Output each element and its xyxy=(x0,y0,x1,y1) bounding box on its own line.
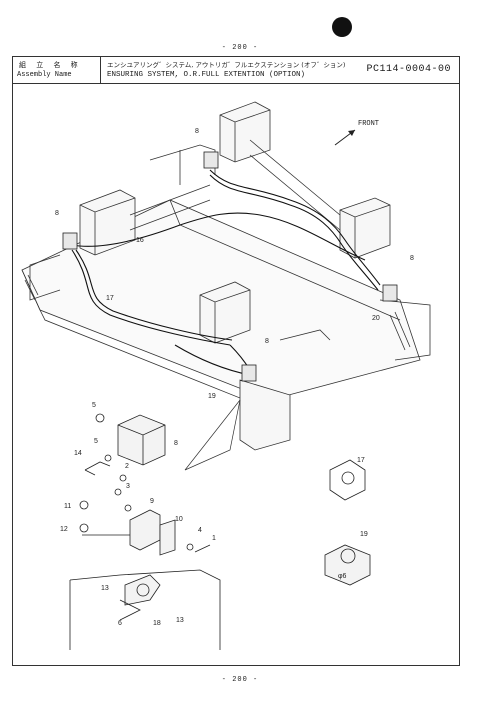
assembly-name-label-jp: 組 立 名 称 xyxy=(19,61,82,69)
callout-17: 17 xyxy=(357,457,365,464)
registration-dot xyxy=(332,17,352,37)
bolt-icon xyxy=(95,413,105,423)
callout-19: 19 xyxy=(208,393,216,400)
drawing-frame: 組 立 名 称 Assembly Name エンシユアリング゛システム, アウト… xyxy=(12,56,460,666)
assembly-title: エンシユアリング゛システム, アウトリガ゛フルエクステンション (オフ゛ション)… xyxy=(107,59,367,79)
page-number-top: - 200 - xyxy=(221,44,259,52)
arrow-icon xyxy=(348,130,355,136)
callout-12: 12 xyxy=(60,526,68,533)
washer-icon xyxy=(186,543,194,551)
bolt-icon xyxy=(79,500,89,510)
callout-13: 13 xyxy=(101,585,109,592)
assembly-name-label-en: Assembly Name xyxy=(17,71,72,79)
callout-6: 6 xyxy=(118,620,122,627)
callout-4: 4 xyxy=(198,527,202,534)
callout-8: 8 xyxy=(195,128,199,135)
callout-19: 19 xyxy=(360,531,368,538)
callout-20: 20 xyxy=(372,315,380,322)
nut-icon xyxy=(124,504,132,512)
callout-2: 2 xyxy=(125,463,129,470)
callout-17: 17 xyxy=(106,295,114,302)
assembly-name-label: 組 立 名 称 Assembly Name xyxy=(13,57,101,83)
front-direction-indicator: FRONT xyxy=(334,120,379,146)
callout-8: 8 xyxy=(55,210,59,217)
callout-18: 18 xyxy=(153,620,161,627)
callout-5: 5 xyxy=(92,402,96,409)
washer-icon xyxy=(79,523,89,533)
assembly-title-jp: エンシユアリング゛システム, アウトリガ゛フルエクステンション (オフ゛ション) xyxy=(107,61,346,69)
callout-8: 8 xyxy=(265,338,269,345)
washer-icon xyxy=(104,454,112,462)
junction-box-icon xyxy=(382,284,398,302)
callout-8: 8 xyxy=(174,440,178,447)
exploded-parts xyxy=(69,413,371,650)
junction-box-icon xyxy=(241,364,257,382)
callout-14: 14 xyxy=(74,450,82,457)
callout-9: 9 xyxy=(150,498,154,505)
page-number-bottom: - 200 - xyxy=(221,676,259,684)
callouts: 8 8 8 8 8 16 17 20 19 5 5 14 2 3 9 11 12… xyxy=(55,128,414,627)
title-block: 組 立 名 称 Assembly Name エンシユアリング゛システム, アウト… xyxy=(13,57,459,84)
callout-1: 1 xyxy=(212,535,216,542)
callout-13: 13 xyxy=(176,617,184,624)
washer-icon xyxy=(114,488,122,496)
part-code: PC114-0004-00 xyxy=(366,64,451,75)
callout-8: 8 xyxy=(410,255,414,262)
assembly-title-en: ENSURING SYSTEM, O.R.FULL EXTENTION (OPT… xyxy=(107,71,306,79)
callout-16: 16 xyxy=(136,237,144,244)
frame-structure xyxy=(21,101,431,451)
front-label: FRONT xyxy=(358,120,379,128)
callout-diameter: φ6 xyxy=(338,573,347,580)
junction-box-icon xyxy=(203,151,219,169)
nut-icon xyxy=(119,474,127,482)
callout-5: 5 xyxy=(94,438,98,445)
detail-leader xyxy=(184,399,241,471)
callout-3: 3 xyxy=(126,483,130,490)
callout-10: 10 xyxy=(175,516,183,523)
junction-boxes xyxy=(62,151,398,382)
junction-box-icon xyxy=(62,232,78,250)
callout-11: 11 xyxy=(64,503,71,510)
